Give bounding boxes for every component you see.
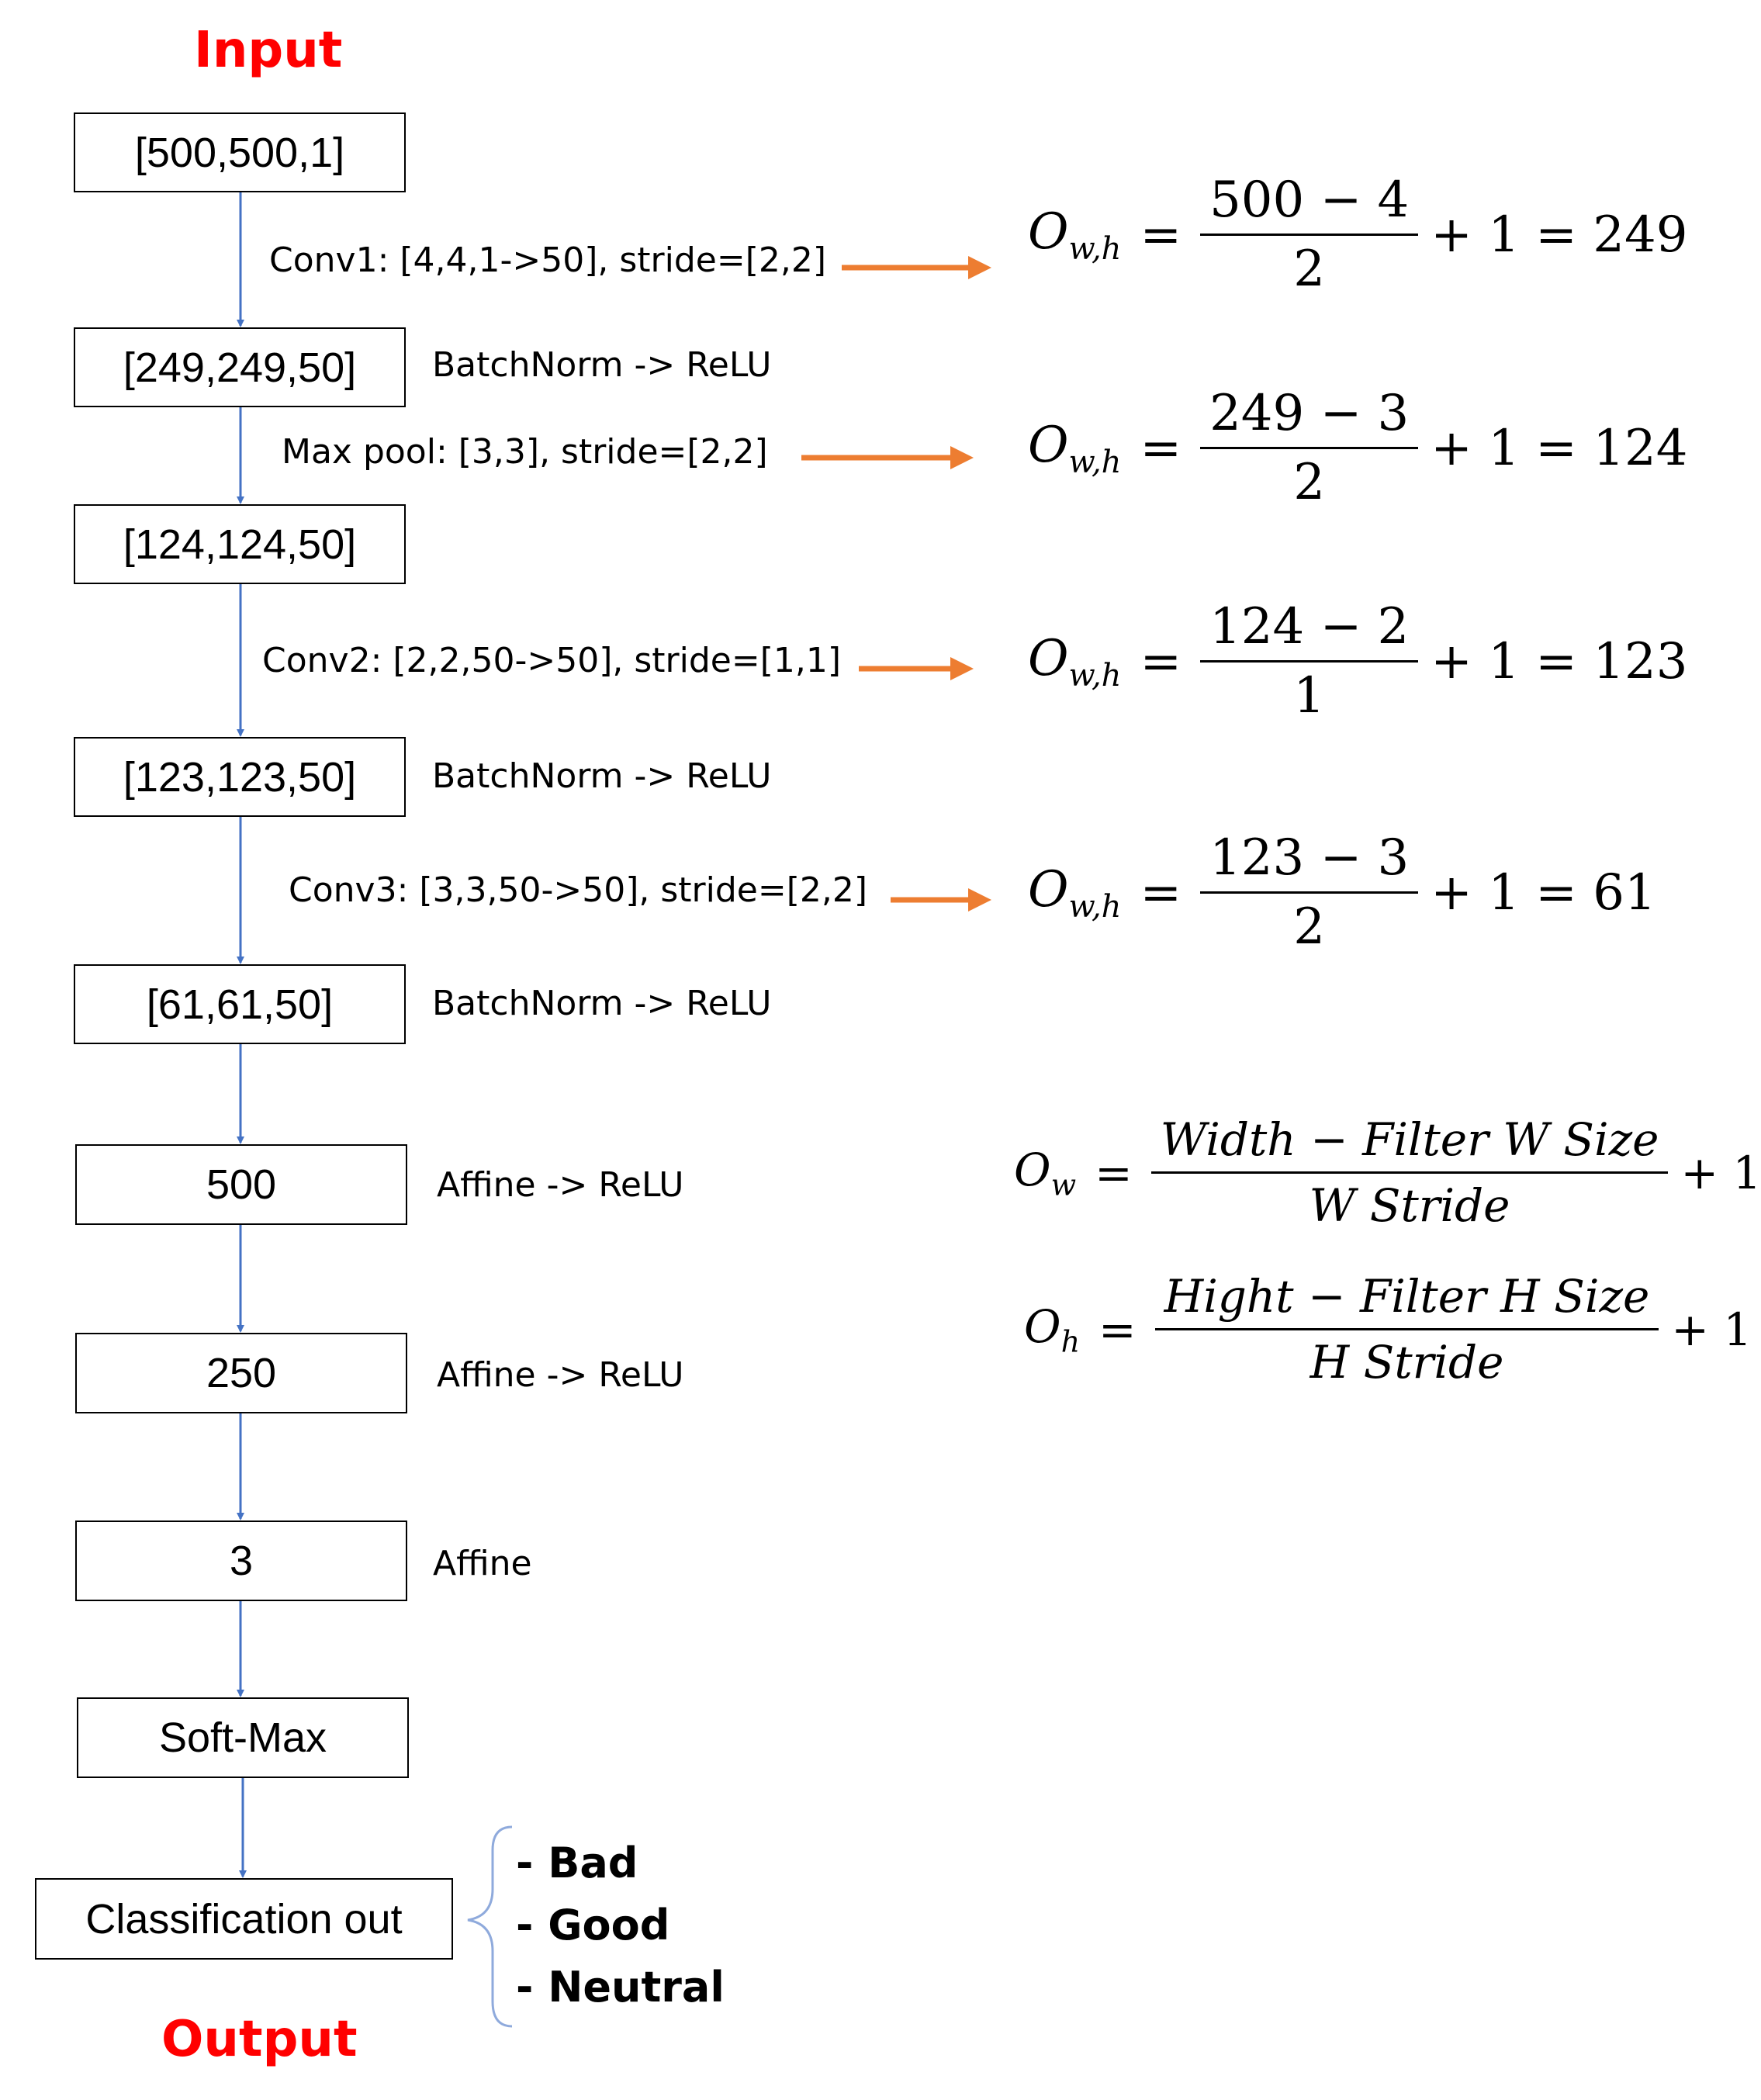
eq-result: + 1 xyxy=(1671,1303,1752,1356)
conv3-op-label: Conv3: [3,3,50->50], stride=[2,2] xyxy=(289,870,868,910)
layer-fc500-box: 500 xyxy=(75,1144,407,1225)
op-arrow-4 xyxy=(891,888,991,912)
eq-result: + 1 = 61 xyxy=(1431,863,1656,922)
eq-lhs: Ow,h xyxy=(1028,416,1122,480)
softmax-box: Soft-Max xyxy=(77,1697,409,1778)
eq-result: + 1 = 124 xyxy=(1431,419,1688,477)
classification-out-box: Classification out xyxy=(35,1878,453,1960)
conv3-output-annotation: BatchNorm -> ReLU xyxy=(432,984,772,1023)
eq-result: + 1 = 249 xyxy=(1431,206,1688,264)
fc500-annotation: Affine -> ReLU xyxy=(437,1165,684,1205)
maxpool-op-label: Max pool: [3,3], stride=[2,2] xyxy=(282,432,768,472)
op-arrow-1 xyxy=(842,256,991,279)
eq-equals: = xyxy=(1095,1146,1133,1199)
eq-result: + 1 xyxy=(1680,1146,1761,1199)
fc3-annotation: Affine xyxy=(433,1544,532,1583)
eq-lhs: Ow,h xyxy=(1028,860,1122,925)
op-arrow-2 xyxy=(801,446,974,469)
conv1-output-annotation: BatchNorm -> ReLU xyxy=(432,345,772,385)
class-good: - Good xyxy=(516,1901,670,1950)
conv2-op-label: Conv2: [2,2,50->50], stride=[1,1] xyxy=(262,641,842,680)
eq-result: + 1 = 123 xyxy=(1431,632,1688,690)
input-title: Input xyxy=(194,22,343,79)
eq-equals: = xyxy=(1140,419,1182,477)
conv2-output-annotation: BatchNorm -> ReLU xyxy=(432,756,772,796)
class-labels: - Bad - Good - Neutral xyxy=(516,1832,725,2019)
eq-equals: = xyxy=(1140,863,1182,922)
eq-lhs: Ow,h xyxy=(1028,629,1122,694)
eq-lhs: Ow xyxy=(1014,1143,1077,1202)
layer-fc3-box: 3 xyxy=(75,1521,407,1601)
class-bad: - Bad xyxy=(516,1839,638,1887)
layer-conv2-output-box: [123,123,50] xyxy=(74,737,406,817)
layer-input-box: [500,500,1] xyxy=(74,112,406,192)
layer-conv1-output-box: [249,249,50] xyxy=(74,327,406,407)
layer-conv3-output-box: [61,61,50] xyxy=(74,964,406,1044)
eq-equals: = xyxy=(1140,632,1182,690)
layer-pool-output-box: [124,124,50] xyxy=(74,504,406,584)
classes-brace xyxy=(467,1825,513,2028)
op-arrow-3 xyxy=(859,657,974,680)
conv1-op-label: Conv1: [4,4,1->50], stride=[2,2] xyxy=(269,240,827,280)
fc250-annotation: Affine -> ReLU xyxy=(437,1355,684,1395)
eq-equals: = xyxy=(1098,1303,1137,1356)
eq-lhs: Oh xyxy=(1024,1299,1081,1359)
output-title: Output xyxy=(161,2011,358,2068)
layer-fc250-box: 250 xyxy=(75,1333,407,1413)
eq-equals: = xyxy=(1140,206,1182,264)
class-neutral: - Neutral xyxy=(516,1963,725,2012)
eq-lhs: Ow,h xyxy=(1028,202,1122,267)
